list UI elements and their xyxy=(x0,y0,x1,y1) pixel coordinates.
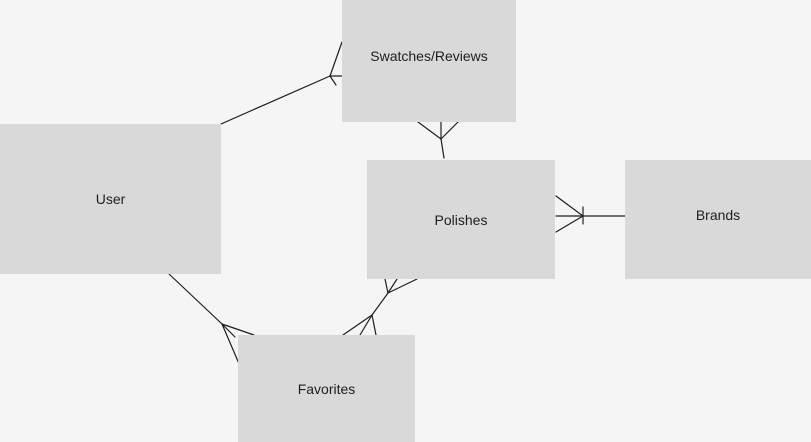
entity-label: Swatches/Reviews xyxy=(370,48,488,64)
crows-foot-prong xyxy=(417,121,442,140)
entity-favorites[interactable]: Favorites xyxy=(238,335,415,442)
crows-foot-prong xyxy=(359,314,373,336)
entity-swatches-reviews[interactable]: Swatches/Reviews xyxy=(342,0,516,122)
crows-foot-prong xyxy=(384,278,389,294)
crows-foot-prong xyxy=(342,314,373,336)
entity-user[interactable]: User xyxy=(0,124,221,274)
rel-line xyxy=(371,292,389,316)
rel-user-swatches xyxy=(220,41,343,125)
crows-foot-prong xyxy=(387,278,418,294)
crows-foot-prong xyxy=(440,121,459,140)
entity-label: User xyxy=(95,191,126,207)
rel-line xyxy=(220,75,331,125)
rel-line xyxy=(167,272,223,325)
entity-label: Polishes xyxy=(434,211,488,228)
rel-brands-polishes xyxy=(555,195,626,233)
rel-favorites-polishes xyxy=(342,278,418,336)
crows-foot-prong xyxy=(555,215,584,233)
entity-polishes[interactable]: Polishes xyxy=(367,160,555,279)
crows-foot-prong xyxy=(221,323,255,336)
rel-polishes-swatches xyxy=(417,121,459,159)
entity-brands[interactable]: Brands xyxy=(625,160,811,279)
rel-line xyxy=(440,138,445,159)
crows-foot-prong xyxy=(329,75,337,86)
rel-user-favorites xyxy=(167,272,255,367)
crows-foot-prong xyxy=(329,41,343,77)
entity-label: Favorites xyxy=(297,380,356,397)
entity-label: Brands xyxy=(695,206,741,223)
crows-foot-prong xyxy=(387,278,398,294)
crows-foot-prong xyxy=(555,195,584,217)
crows-foot-prong xyxy=(371,314,377,336)
crows-foot-prong xyxy=(221,323,236,338)
crows-foot-prong xyxy=(221,323,241,367)
